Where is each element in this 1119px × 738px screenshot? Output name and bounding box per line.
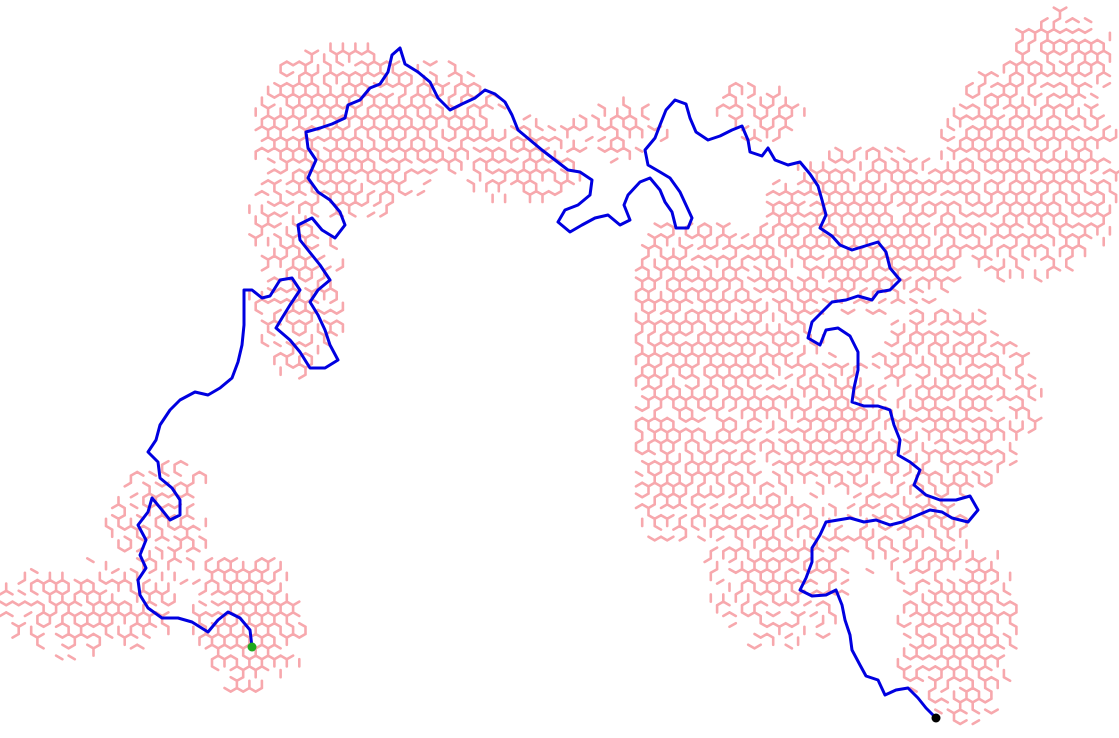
end-point-marker: [932, 714, 941, 723]
start-point-marker: [248, 643, 257, 652]
